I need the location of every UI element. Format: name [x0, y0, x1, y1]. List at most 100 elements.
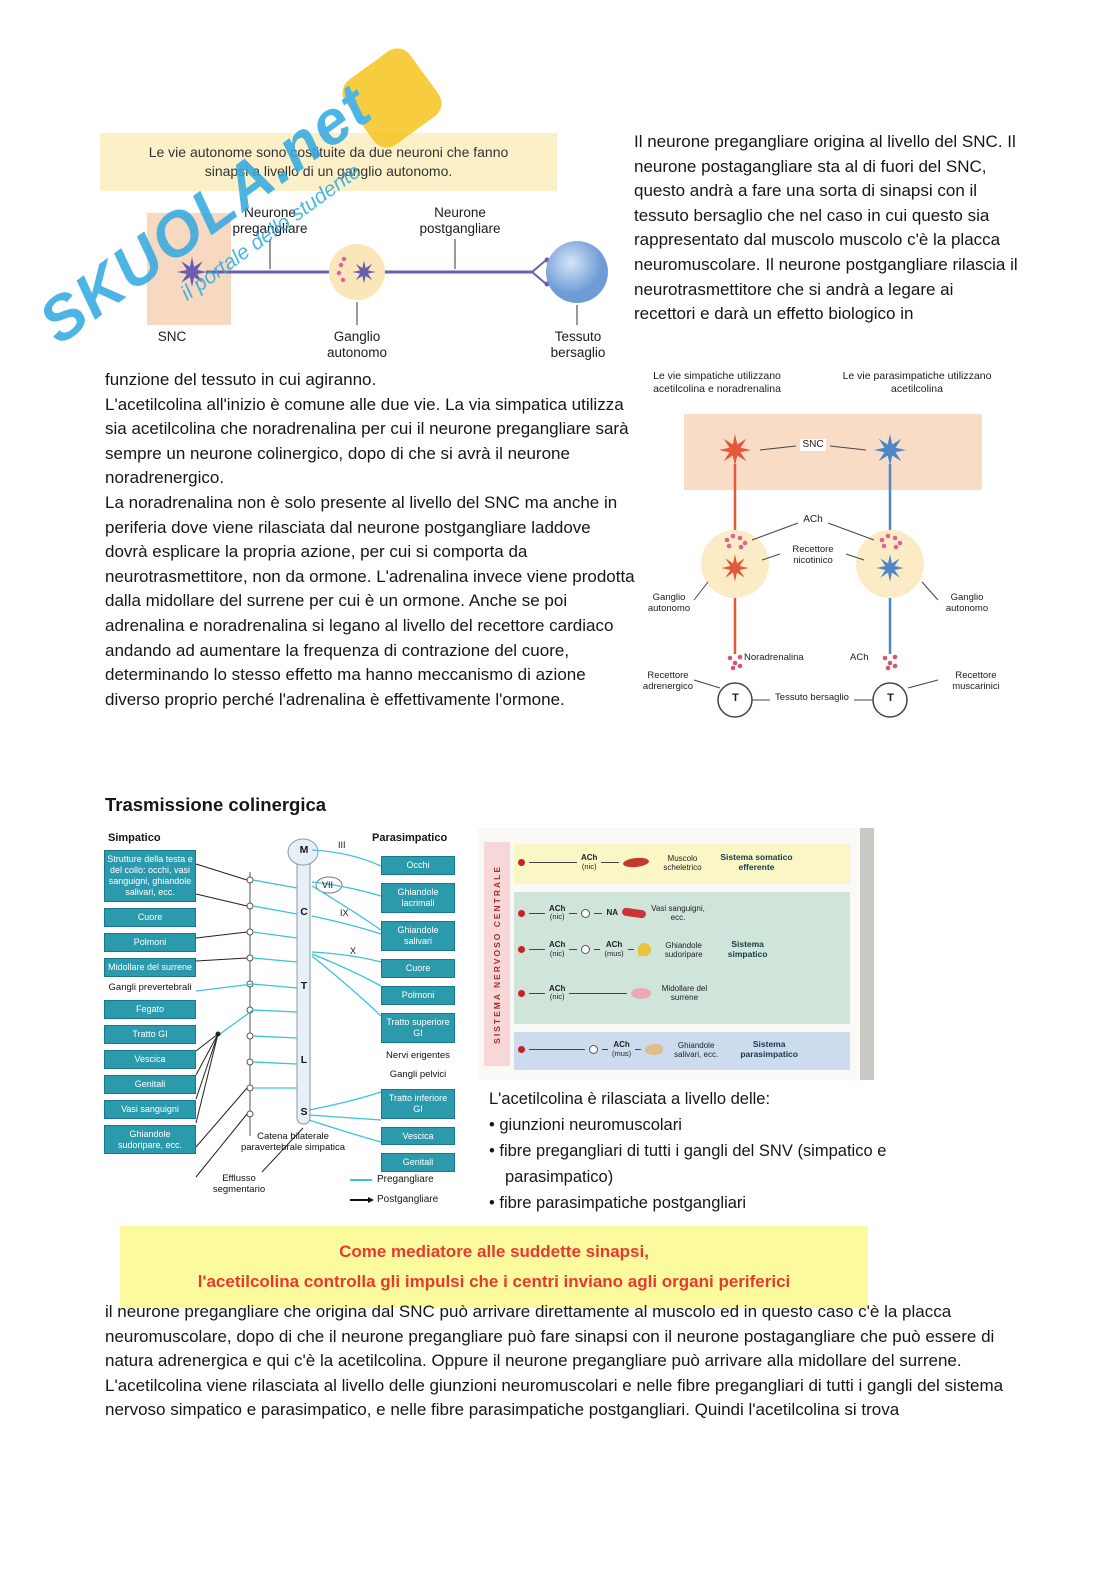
- ganglion-icon: [589, 1045, 598, 1055]
- axon-line: [529, 862, 577, 864]
- organ-box: Tratto inferiore GI: [381, 1088, 455, 1119]
- postganglionic-neuron-icon: [352, 260, 376, 284]
- spine-level-l: L: [300, 1054, 308, 1066]
- system-label: Sistema parasimpatico: [740, 1039, 798, 1059]
- panel-edge: [860, 828, 874, 1080]
- header-vie-simpatiche: Le vie simpatiche utilizzano acetilcolin…: [653, 370, 781, 396]
- diagram-ach-noradrenalina-pathways: Le vie simpatiche utilizzano acetilcolin…: [640, 368, 1016, 748]
- legend-postgangliare: Postgangliare: [350, 1194, 438, 1205]
- diagram-two-neuron-pathway: Le vie autonome sono costituite da due n…: [100, 133, 620, 373]
- header-simpatico: Simpatico: [108, 832, 161, 844]
- diagram-two-neuron-artwork: [147, 213, 608, 325]
- organ-box: Occhi: [381, 856, 455, 875]
- diagram-caption: Le vie autonome sono costituite da due n…: [100, 133, 557, 191]
- axon-line: [529, 949, 545, 951]
- neurotransmitter-label: ACh(nic): [549, 903, 566, 922]
- organ-box: Strutture della testa e del collo: occhi…: [104, 850, 196, 902]
- header-vie-parasimpatiche: Le vie parasimpatiche utilizzano acetilc…: [842, 370, 992, 396]
- axon-line: [569, 949, 578, 951]
- target-tissue-icon: [546, 241, 608, 303]
- outflow-artwork: [195, 838, 382, 1178]
- somatic-band: ACh(nic) Muscolo scheletrico Sistema som…: [514, 844, 850, 884]
- label-ganglio-autonomo-sx: Ganglio autonomo: [647, 592, 691, 615]
- organ-box: Ghiandole salivari: [381, 920, 455, 951]
- organ-box: Vasi sanguigni: [104, 1099, 196, 1119]
- organ-box: Vescica: [381, 1126, 455, 1146]
- parasympathetic-row: ACh(mus) Ghiandole salivari, ecc. Sistem…: [518, 1039, 809, 1060]
- legend-label: Postgangliare: [377, 1194, 439, 1205]
- label-snc: SNC: [157, 329, 187, 344]
- organ-box: Cuore: [381, 958, 455, 978]
- highlight-line-2: l'acetilcolina controlla gli impulsi che…: [197, 1271, 791, 1291]
- parasympathetic-postganglionic-neuron-icon: [876, 554, 904, 582]
- salivary-gland-icon: [645, 1044, 664, 1056]
- axon-line: [569, 912, 578, 914]
- neurotransmitter-label: NA: [606, 907, 619, 917]
- list-item: • giunzioni neuromuscolari: [489, 1116, 682, 1134]
- organ-column-left: Strutture della testa e del collo: occhi…: [104, 850, 196, 1155]
- neuron-dot: [518, 946, 525, 954]
- axon-line: [627, 949, 634, 951]
- list-intro: L'acetilcolina è rilasciata a livello de…: [489, 1090, 771, 1108]
- cranial-nerve-ix: IX: [340, 908, 349, 918]
- organ-label: Midollare del surrene: [661, 984, 708, 1003]
- organ-label: Ghiandole salivari, ecc.: [674, 1040, 719, 1059]
- label-tessuto-bersaglio: Tessuto bersaglio: [775, 692, 849, 703]
- axon-line: [569, 992, 628, 994]
- cranial-nerve-iii: III: [338, 840, 346, 850]
- label-gangli-pelvici: Gangli pelvici: [389, 1068, 447, 1080]
- sympathetic-band: ACh(nic) NA Vasi sanguigni, ecc. ACh(nic…: [514, 892, 850, 1024]
- target-cell-letter-sx: T: [732, 692, 739, 704]
- spine-level-c: C: [300, 906, 308, 918]
- legend-pregangliare: Pregangliare: [350, 1174, 434, 1185]
- cranial-nerve-x: X: [350, 946, 357, 956]
- axon-line: [602, 1049, 608, 1051]
- diagram-efferenze-autonome: Simpatico Parasimpatico Strutture della …: [100, 830, 475, 1225]
- label-recettore-adrenergico: Recettore adrenergico: [642, 670, 694, 693]
- organ-label: Ghiandole sudoripare: [664, 940, 703, 959]
- paragraph-text: il neurone pregangliare che origina dal …: [105, 1302, 1004, 1420]
- neurotransmitter-label: ACh(mus): [612, 1040, 632, 1059]
- sympathetic-row-adrenal: ACh(nic) Midollare del surrene: [518, 984, 713, 1002]
- label-tessuto-bersaglio: Tessuto bersaglio: [550, 329, 606, 361]
- cns-vertical-band: SISTEMA NERVOSO CENTRALE: [484, 842, 510, 1066]
- organ-box: Cuore: [104, 907, 196, 927]
- sweat-gland-icon: [637, 943, 651, 957]
- neurotransmitter-label: ACh(nic): [549, 983, 566, 1002]
- organ-label: Muscolo scheletrico: [663, 853, 702, 872]
- header-parasimpatico: Parasimpatico: [372, 832, 448, 844]
- paragraph-text: Il neurone pregangliare origina al livel…: [634, 132, 1018, 324]
- organ-box: Vescica: [104, 1049, 196, 1069]
- organ-column-right: Occhi Ghiandole lacrimali Ghiandole sali…: [381, 856, 455, 1173]
- axon-line: [601, 862, 620, 864]
- diagram-sistema-nervoso-centrale: SISTEMA NERVOSO CENTRALE ACh(nic) Muscol…: [478, 828, 874, 1080]
- cns-vertical-label: SISTEMA NERVOSO CENTRALE: [492, 864, 502, 1044]
- paragraph-left-middle: funzione del tessuto in cui agiranno. L'…: [105, 368, 637, 712]
- paragraph-bottom: il neurone pregangliare che origina dal …: [105, 1300, 1017, 1423]
- sympathetic-row-glands: ACh(nic) ACh(mus) Ghiandole sudoripare S…: [518, 939, 779, 960]
- highlight-box: Come mediatore alle suddette sinapsi, l'…: [120, 1226, 868, 1308]
- axon-line: [529, 992, 545, 994]
- organ-box: Tratto superiore GI: [381, 1012, 455, 1043]
- organ-box: Midollare del surrene: [104, 957, 196, 977]
- spine-level-m: M: [299, 844, 309, 856]
- highlight-line-1: Come mediatore alle suddette sinapsi,: [339, 1242, 649, 1261]
- list-item: • fibre parasimpatiche postgangliari: [489, 1194, 747, 1212]
- axon-line: [529, 912, 545, 914]
- paragraph-text: funzione del tessuto in cui agiranno.: [105, 370, 377, 389]
- postganglionic-arrow-icon: [350, 1196, 374, 1203]
- preganglionic-neuron-icon: [176, 256, 208, 288]
- preganglionic-fibers: [195, 849, 382, 1143]
- organ-box: Ghiandole lacrimali: [381, 882, 455, 913]
- label-recettore-muscarinico: Recettore muscarinici: [952, 670, 1000, 693]
- label-neurone-postgangliare: Neurone postgangliare: [419, 205, 501, 237]
- paragraph-text: La noradrenalina non è solo presente al …: [105, 492, 635, 709]
- label-ganglio-autonomo-dx: Ganglio autonomo: [945, 592, 989, 615]
- neuron-dot: [518, 909, 525, 917]
- label-efflusso-segmentario: Efflusso segmentario: [212, 1173, 266, 1195]
- label-ganglio-autonomo: Ganglio autonomo: [326, 329, 388, 361]
- blood-vessel-icon: [621, 907, 647, 919]
- label-neurone-pregangliare: Neurone pregangliare: [232, 205, 308, 237]
- paragraph-text: L'acetilcolina all'inizio è comune alle …: [105, 394, 629, 488]
